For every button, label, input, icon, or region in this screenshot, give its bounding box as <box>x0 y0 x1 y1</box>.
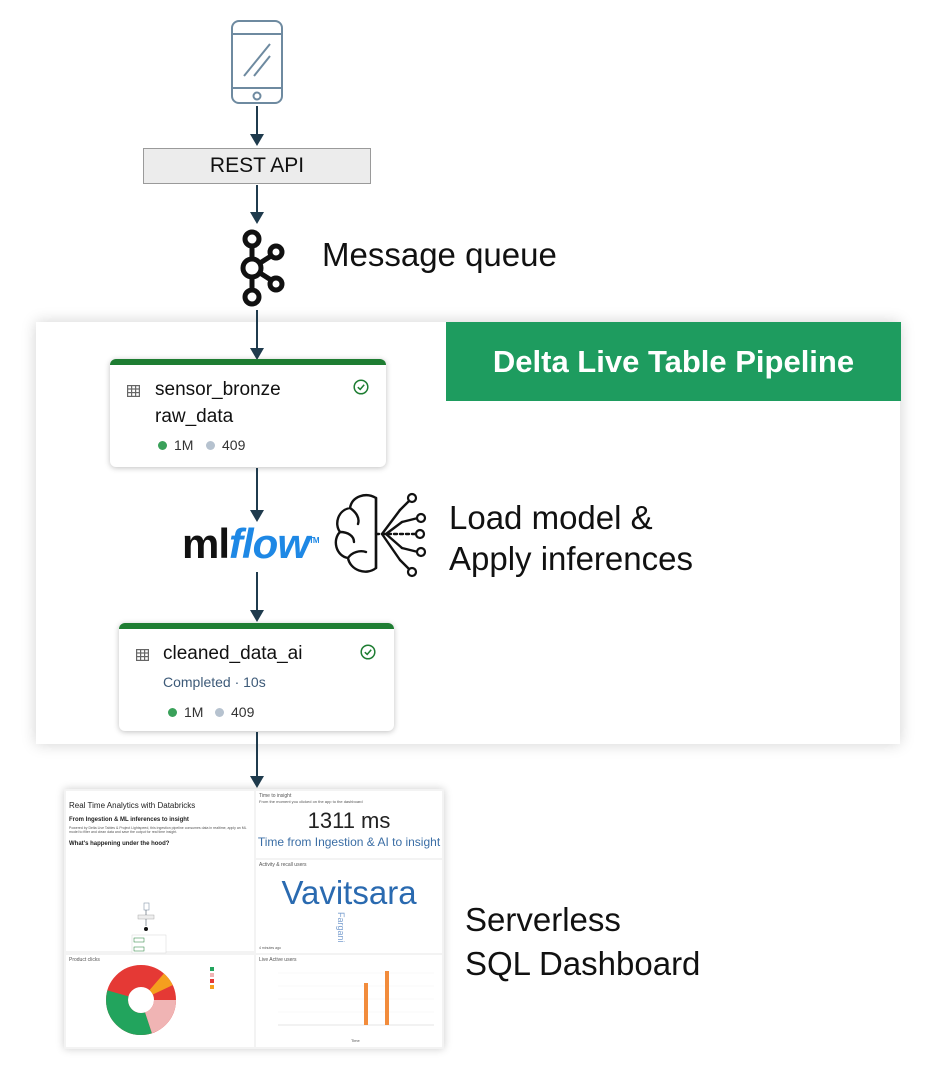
arrow-head <box>250 776 264 788</box>
check-circle-icon <box>360 644 376 665</box>
load-model-line2: Apply inferences <box>449 540 693 577</box>
node-title: sensor_bronze <box>155 379 281 400</box>
arrow-line <box>256 185 258 214</box>
time-panel-title: Time to insight <box>259 793 292 799</box>
live-xlabel: Time <box>351 1038 360 1043</box>
node-status: Completed · 10s <box>163 674 266 690</box>
product-donut-chart <box>106 965 176 1035</box>
time-label: Time from Ingestion & AI to insight <box>257 835 441 849</box>
time-panel-subtitle: From the moment you clicked on the app t… <box>259 799 363 804</box>
serverless-dashboard-label: Serverless SQL Dashboard <box>465 898 700 986</box>
arrow-head <box>250 610 264 622</box>
arrow-head <box>250 212 264 224</box>
arrow-line <box>256 572 258 612</box>
arrow-line <box>256 106 258 136</box>
node-metric-rows: 1M <box>158 437 193 453</box>
time-value: 1311 ms <box>307 808 391 833</box>
dashboard-live-panel: Live Active users Time <box>256 955 442 1047</box>
dashboard-subtitle: From Ingestion & ML inferences to insigh… <box>69 817 189 823</box>
node-metric-rows: 1M <box>168 704 203 720</box>
message-queue-label: Message queue <box>322 236 557 273</box>
dashboard-activity-panel: Activity & recall users Vavitsara Fargan… <box>256 860 442 953</box>
activity-word-cloud-main: Vavitsara <box>281 874 417 911</box>
arrow-head <box>250 348 264 360</box>
dlt-node-sensor-bronze[interactable]: sensor_bronze raw_data 1M 409 <box>110 359 386 467</box>
arrow-line <box>256 468 258 512</box>
dlt-node-cleaned-data-ai[interactable]: cleaned_data_ai Completed · 10s 1M 409 <box>119 623 394 731</box>
load-model-line1: Load model & <box>449 499 653 536</box>
dashboard-intro-panel: Real Time Analytics with Databricks From… <box>66 791 254 954</box>
mini-architecture-diagram <box>131 902 167 954</box>
table-icon <box>127 384 141 402</box>
grey-dot <box>215 707 224 717</box>
mobile-phone-icon <box>226 18 288 106</box>
arrow-head <box>250 134 264 146</box>
live-users-bar-chart <box>278 971 434 1026</box>
dashboard-description: Powered by Delta Live Tables & Project L… <box>69 826 247 834</box>
node-subtitle: raw_data <box>155 406 234 427</box>
dashboard-product-panel: Product clicks <box>66 955 254 1047</box>
serverless-line2: SQL Dashboard <box>465 945 701 982</box>
table-icon <box>136 648 150 666</box>
product-legend <box>210 967 214 989</box>
grey-dot <box>206 440 215 450</box>
live-panel-title: Live Active users <box>259 957 297 963</box>
node-metric-count: 409 <box>206 437 245 453</box>
check-circle-icon <box>353 379 369 400</box>
product-panel-title: Product clicks <box>69 957 100 963</box>
dashboard-time-panel: Time to insight From the moment you clic… <box>256 791 442 858</box>
node-metric-count: 409 <box>215 704 254 720</box>
activity-panel-title: Activity & recall users <box>259 862 307 868</box>
activity-word-cloud-minor: Fargani <box>336 912 346 943</box>
pipeline-banner: Delta Live Table Pipeline <box>446 322 901 401</box>
arrow-head <box>250 510 264 522</box>
mlflow-logo: mlflowTM <box>182 520 320 567</box>
dashboard-title: Real Time Analytics with Databricks <box>69 801 196 810</box>
arrow-line <box>256 310 258 350</box>
load-model-label: Load model & Apply inferences <box>449 497 693 579</box>
rest-api-box: REST API <box>143 148 371 184</box>
ai-brain-icon <box>330 488 430 580</box>
serverless-line1: Serverless <box>465 901 621 938</box>
arrow-line <box>256 732 258 778</box>
node-title: cleaned_data_ai <box>163 643 303 664</box>
green-dot <box>168 707 177 717</box>
activity-footer: 4 minutes ago <box>259 946 281 950</box>
dashboard-hood-heading: What's happening under the hood? <box>69 841 170 847</box>
kafka-icon <box>234 228 286 308</box>
sql-dashboard-thumbnail: Real Time Analytics with Databricks From… <box>64 789 444 1049</box>
green-dot <box>158 440 167 450</box>
